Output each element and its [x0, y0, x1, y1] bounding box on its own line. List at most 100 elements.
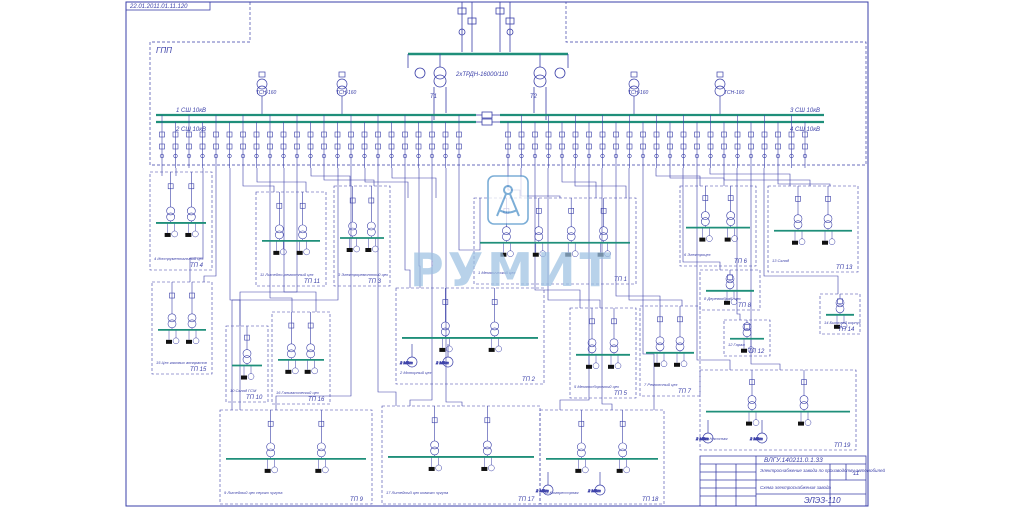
substation-tag: ТП 10: [246, 395, 263, 401]
cable-route: [696, 168, 731, 370]
substation-tag: ТП 1: [614, 277, 627, 283]
feeder-cell: [653, 115, 660, 168]
cable-route: [310, 168, 351, 186]
cable-route: [445, 168, 463, 406]
feeder-cell: [694, 122, 700, 168]
substation-tag: ТП 8: [738, 303, 752, 309]
cable-route: [377, 168, 397, 406]
gpp-label: ГПП: [156, 46, 172, 55]
substation-caption: 17 Литейный цех ковкого чугуна: [386, 490, 449, 495]
cable-route: [391, 168, 437, 198]
feeder-cell: [186, 115, 192, 168]
cable-routes: [161, 168, 839, 410]
substation-tag: ТП 14: [838, 327, 855, 333]
cable-route: [239, 168, 298, 410]
motor-rating: 2 МВт: [749, 436, 763, 441]
bus-1-label: 1 СШ 10кВ: [176, 108, 206, 114]
tsn-transformer: [336, 71, 348, 115]
substation-caption: 18 Компрессорная: [544, 490, 579, 495]
substation-caption: 16 Гальванический цех: [276, 390, 320, 395]
feeder-cell: [734, 115, 741, 168]
cable-route: [574, 168, 627, 198]
cable-route: [750, 168, 781, 370]
feeder-cell: [267, 115, 273, 168]
substation-tp13: 13 Склад ТП 13: [767, 185, 859, 273]
cable-route: [601, 168, 613, 410]
feeder-cell: [388, 122, 395, 168]
feeder-cell: [505, 122, 511, 168]
substation-caption: 4 Инструментальный цех: [154, 256, 205, 261]
substation-caption: 3 Электроремонтный цех: [338, 272, 389, 277]
watermark: РУМИТ: [410, 175, 615, 297]
substation-caption: 9 Литейный цех серого чугуна: [224, 490, 283, 495]
watermark-logo-box: [487, 175, 529, 225]
cable-route: [283, 168, 317, 312]
watermark-text: РУМИТ: [410, 243, 615, 297]
substation-tag: ТП 13: [836, 265, 853, 271]
feeder-cell: [545, 115, 552, 168]
corner-stamp: 22.01.2011.01.11.120: [129, 4, 188, 10]
cable-route: [561, 168, 597, 198]
feeder-cell: [518, 115, 525, 168]
feeder-cell: [280, 122, 287, 168]
tsn-label-2: ТСН-160: [336, 90, 357, 96]
substation-tag: ТП 2: [522, 377, 536, 383]
cable-route: [231, 168, 339, 410]
feeder-cell: [172, 122, 179, 168]
feeder-cell: [334, 122, 341, 168]
substation-caption: 10 Склад ГСМ: [230, 388, 257, 393]
cable-route: [655, 168, 701, 186]
substation-caption: 11 Литейно-ремонтный цех: [260, 272, 314, 277]
tsn-label-4: ТСН-160: [724, 90, 745, 96]
cable-route: [547, 168, 601, 308]
feeder-cell: [402, 115, 408, 168]
feeder-cell: [226, 122, 233, 168]
substation-caption: 13 Склад: [772, 258, 790, 263]
cable-route: [615, 168, 661, 306]
feeder-cell: [626, 115, 633, 168]
substation-tag: ТП 19: [834, 443, 851, 449]
bus-3-label: 3 СШ 10кВ: [790, 108, 820, 114]
feeder-cell: [640, 122, 646, 168]
bus-2-label: 2 СШ 10кВ: [175, 127, 206, 133]
cable-route: [418, 168, 421, 288]
substation-tp15: 15 Цех газовых аппаратов ТП 15: [151, 281, 213, 375]
feeder-cell: [213, 115, 219, 168]
motor-rating: 2 МВт: [435, 360, 449, 365]
substation-caption: 7 Ремонтный цех: [644, 382, 678, 387]
feeder-cell: [802, 122, 808, 168]
substation-caption: 5 Механосборочный цех: [574, 384, 620, 389]
substation-tp10: 10 Склад ГСМ ТП 10: [225, 325, 269, 403]
feeder-cell: [721, 122, 727, 168]
feeder-cell: [788, 115, 795, 168]
feeder-cell: [707, 115, 714, 168]
feeder-cell: [240, 115, 246, 168]
substation-tag: ТП 17: [518, 497, 535, 503]
cable-route: [229, 168, 241, 326]
incoming-110kv-lines: [457, 2, 515, 52]
feeder-cell: [307, 122, 314, 168]
cable-route: [275, 168, 352, 410]
title-group: ЭЛЭЗ-110: [804, 496, 841, 505]
feeder-cell: [321, 115, 327, 168]
substation-tag: ТП 15: [190, 367, 207, 373]
feeder-cell: [159, 115, 165, 168]
cable-route: [763, 168, 839, 294]
cable-route: [203, 168, 217, 282]
feeder-cell: [361, 122, 368, 168]
substation-caption: 15 Цех газовых аппаратов: [156, 360, 207, 365]
title-sheet: Схема электроснабжения завода: [760, 485, 831, 490]
cable-route: [323, 168, 375, 186]
feeder-cell: [375, 115, 381, 168]
substation-tag: ТП 18: [642, 497, 659, 503]
